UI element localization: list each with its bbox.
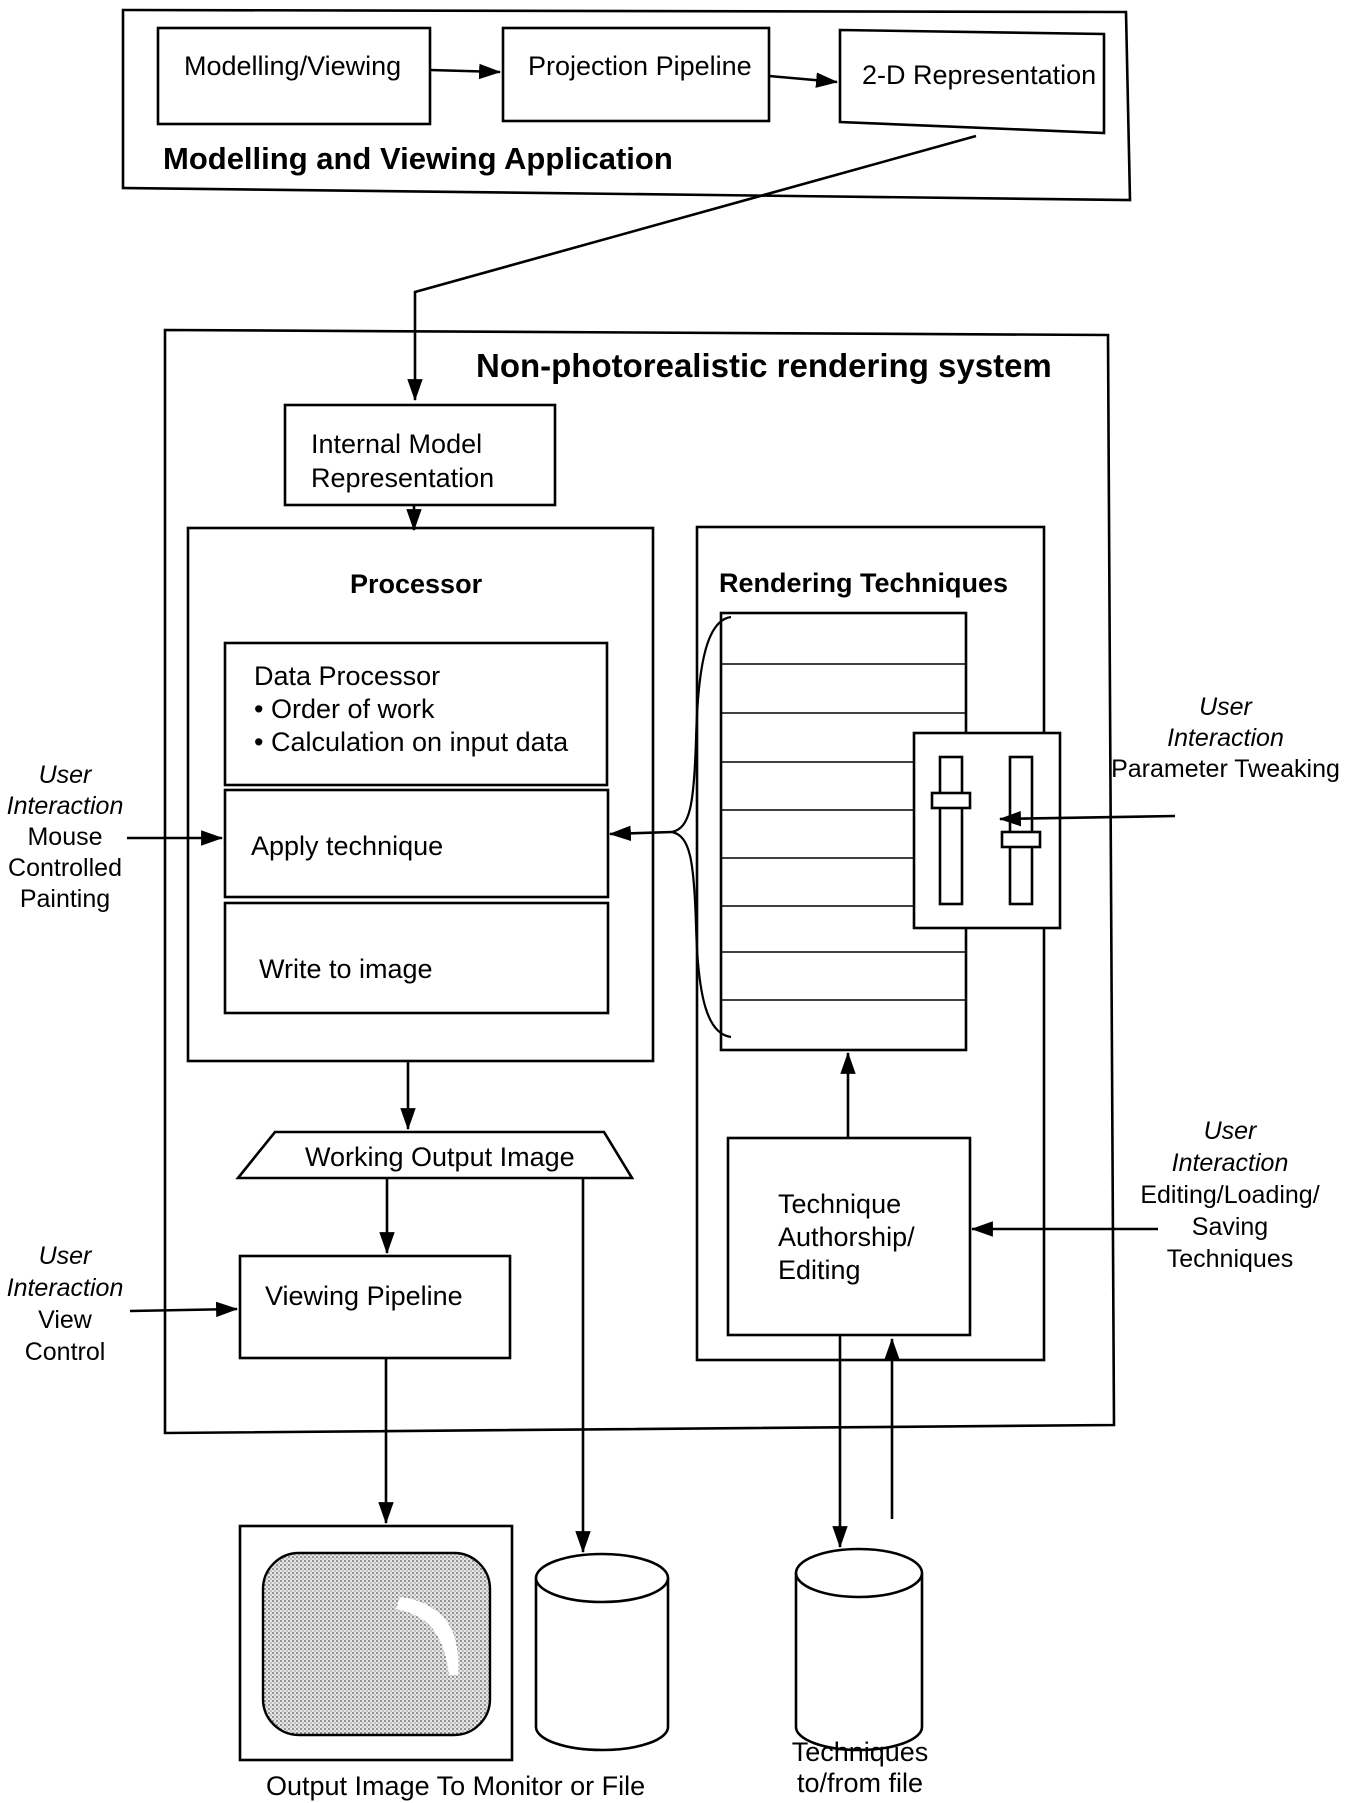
- arrow-modelling-to-projection: [429, 63, 502, 80]
- working-output-image-shape: [235, 1130, 635, 1180]
- ui-view-control-desc-2: Control: [24, 1338, 106, 1366]
- npr-system-title: Non-photorealistic rendering system: [476, 347, 1052, 384]
- arrow-ui-view-control: [129, 1301, 239, 1318]
- slider-knob-right: [1000, 830, 1042, 849]
- output-file-cylinder: [534, 1552, 670, 1752]
- apply-technique-label: Apply technique: [251, 831, 444, 861]
- rendering-techniques-title: Rendering Techniques: [719, 568, 1009, 598]
- technique-authorship-line-2: Authorship/: [778, 1222, 915, 1252]
- npr-system-frame: [163, 328, 1116, 1435]
- technique-authorship-label: Technique Authorship/ Editing: [778, 1188, 915, 1287]
- technique-authorship-line-1: Technique: [778, 1189, 902, 1219]
- parameter-slider-panel: [912, 731, 1062, 930]
- ui-mouse-painting: User Interaction Mouse Controlled Painti…: [0, 760, 130, 915]
- slider-knob-left: [930, 791, 972, 810]
- apply-technique-box: [223, 788, 610, 899]
- monitor-screen-highlight: [396, 1597, 459, 1675]
- arrow-ui-parameter-tweaking: [998, 810, 1176, 827]
- data-processor-line-3: • Calculation on input data: [254, 727, 569, 757]
- ui-parameter-tweaking-desc: Parameter Tweaking: [1111, 755, 1340, 783]
- techniques-file-caption-line-2: to/from file: [796, 1768, 924, 1798]
- techniques-file-caption-line-1: Techniques: [791, 1737, 929, 1767]
- ui-editing-loading-label-1: User: [1203, 1117, 1257, 1145]
- ui-mouse-painting-label-2: Interaction: [6, 792, 124, 820]
- viewing-pipeline-box: [238, 1254, 512, 1360]
- write-to-image-box: [223, 901, 610, 1015]
- working-output-image-label: Working Output Image: [305, 1142, 575, 1172]
- ui-view-control-label-1: User: [38, 1242, 92, 1270]
- representation-2d-box: [838, 28, 1106, 135]
- internal-model-box: [283, 403, 557, 507]
- connectors: [127, 63, 1176, 1554]
- ui-view-control-label-2: Interaction: [6, 1274, 124, 1302]
- internal-model-line-2: Representation: [311, 463, 495, 493]
- ui-parameter-tweaking-label-1: User: [1199, 693, 1252, 721]
- ui-parameter-tweaking-label-2: Interaction: [1167, 724, 1284, 752]
- techniques-file-caption: Techniques to/from file: [760, 1737, 960, 1799]
- internal-model-line-1: Internal Model: [311, 429, 483, 459]
- slider-track-right: [1008, 755, 1034, 906]
- write-to-image-label: Write to image: [259, 954, 433, 984]
- ui-editing-loading: User Interaction Editing/Loading/ Saving…: [1125, 1115, 1335, 1275]
- representation-2d-label: 2-D Representation: [862, 60, 1097, 90]
- data-processor-label: Data Processor • Order of work • Calcula…: [254, 660, 568, 759]
- ui-mouse-painting-desc-1: Mouse: [27, 823, 103, 851]
- arrow-2d-to-internal-model: [407, 134, 977, 402]
- ui-editing-loading-label-2: Interaction: [1171, 1149, 1289, 1177]
- data-processor-line-1: Data Processor: [254, 661, 441, 691]
- ui-mouse-painting-desc-3: Painting: [19, 885, 111, 913]
- modelling-viewing-box: [156, 26, 432, 126]
- ui-editing-loading-desc-1: Editing/Loading/: [1140, 1181, 1320, 1209]
- techniques-file-cylinder: [794, 1547, 924, 1752]
- data-processor-box: [223, 641, 609, 787]
- arrow-brace-to-apply: [608, 825, 673, 842]
- ui-view-control-desc-1: View: [38, 1306, 92, 1334]
- arrow-projection-to-2d: [768, 72, 839, 88]
- ui-parameter-tweaking: User Interaction Parameter Tweaking: [1093, 692, 1358, 785]
- ui-editing-loading-desc-2: Saving: [1191, 1213, 1269, 1241]
- ui-view-control: User Interaction View Control: [0, 1240, 130, 1368]
- projection-pipeline-box: [501, 26, 771, 123]
- modelling-app-frame: [121, 8, 1132, 202]
- processor-title: Processor: [350, 569, 483, 599]
- monitor-caption: Output Image To Monitor or File: [266, 1771, 646, 1801]
- viewing-pipeline-label: Viewing Pipeline: [265, 1281, 463, 1311]
- projection-pipeline-label: Projection Pipeline: [528, 51, 752, 81]
- modelling-viewing-label: Modelling/Viewing: [184, 51, 402, 81]
- ui-editing-loading-desc-3: Techniques: [1166, 1245, 1294, 1273]
- slider-track-left: [938, 755, 964, 906]
- modelling-app-title: Modelling and Viewing Application: [163, 141, 673, 176]
- monitor-frame: [238, 1524, 514, 1762]
- techniques-brace: [671, 615, 732, 1039]
- monitor-screen: [261, 1551, 492, 1737]
- data-processor-line-2: • Order of work: [254, 694, 435, 724]
- technique-authorship-line-3: Editing: [778, 1255, 861, 1285]
- internal-model-label: Internal Model Representation: [311, 427, 494, 495]
- ui-mouse-painting-desc-2: Controlled: [8, 854, 122, 882]
- ui-mouse-painting-label-1: User: [38, 761, 92, 789]
